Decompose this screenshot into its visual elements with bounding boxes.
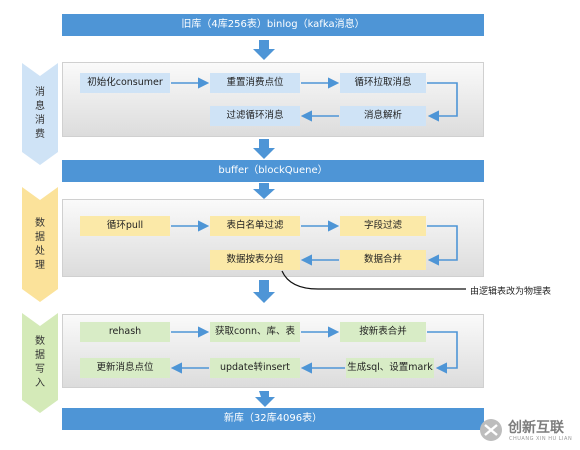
source-binlog-bar: 旧库（4库256表）binlog（kafka消息） [62,14,484,36]
generate-sql-set-mark-node: 生成sql、设置mark [346,358,434,378]
down-arrow-3 [253,183,275,199]
down-arrow-4 [253,280,275,303]
table-whitelist-filter-node: 表白名单过滤 [210,216,300,236]
filter-loop-messages-node: 过滤循环消息 [210,106,300,126]
target-db-bar: 新库（32库4096表） [62,408,484,430]
consume-section-label: 消息消费 [35,87,45,140]
reset-offset-node: 重置消费点位 [210,73,300,93]
logical-to-physical-annotation: 由逻辑表改为物理表 [470,287,552,297]
loop-pull-node: 循环pull [80,216,170,236]
watermark-text: 创新互联 [508,420,564,436]
update-offset-node: 更新消息点位 [80,358,170,378]
data-merge-node: 数据合并 [340,250,426,270]
down-arrow-1 [253,40,275,60]
watermark-subtext: CHUANG XIN HU LIAN [509,436,573,442]
init-consumer-node: 初始化consumer [80,73,170,93]
rehash-node: rehash [80,322,170,342]
loop-pull-messages-node: 循环拉取消息 [340,73,426,93]
down-arrow-5 [255,391,275,407]
watermark-logo-icon [480,419,502,441]
down-arrow-2 [253,139,275,159]
field-filter-node: 字段过滤 [340,216,426,236]
get-conn-db-table-node: 获取conn、库、表 [210,322,300,342]
watermark-logo: 创新互联 CHUANG XIN HU LIAN [478,414,578,446]
buffer-bar: buffer（blockQuene） [62,160,484,182]
process-section-label: 数据处理 [35,217,45,271]
group-by-table-node: 数据按表分组 [210,250,300,270]
write-section-label: 数据写入 [35,336,45,389]
message-parse-node: 消息解析 [340,106,426,126]
update-to-insert-node: update转insert [210,358,300,378]
merge-by-new-table-node: 按新表合并 [340,322,426,342]
